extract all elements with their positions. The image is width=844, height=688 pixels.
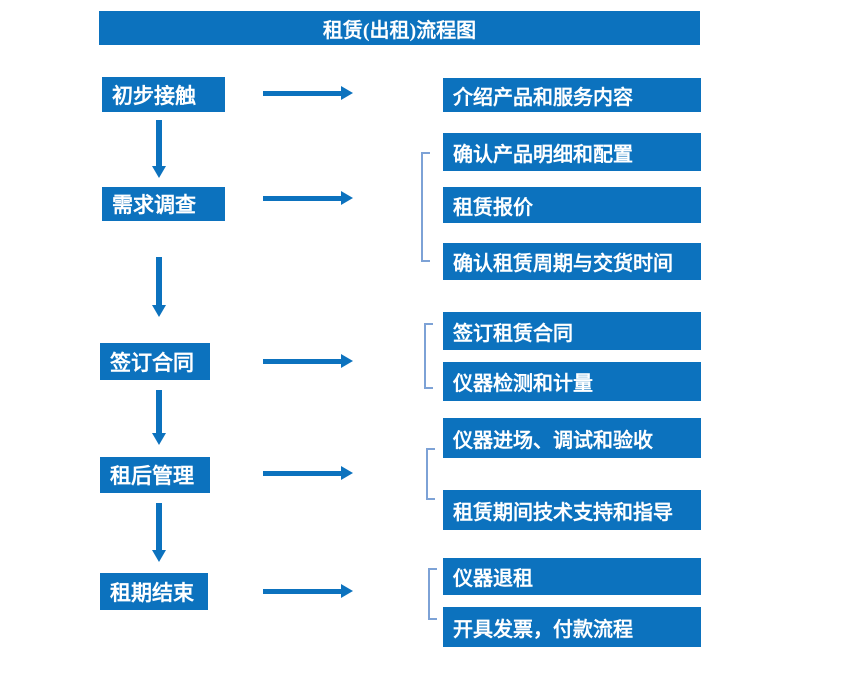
arrow-right-icon [263, 466, 353, 480]
arrow-head [152, 550, 166, 562]
detail-box-confirm-config: 确认产品明细和配置 [443, 133, 701, 171]
arrow-head [341, 86, 353, 100]
detail-box-return-equipment: 仪器退租 [443, 558, 701, 595]
detail-box-setup-acceptance: 仪器进场、调试和验收 [443, 418, 701, 458]
arrow-head [341, 191, 353, 205]
arrow-shaft [263, 90, 341, 96]
arrow-shaft [156, 503, 162, 550]
arrow-down-icon [152, 257, 166, 317]
arrow-right-icon [263, 354, 353, 368]
step-box-post-rental: 租后管理 [100, 457, 210, 493]
arrow-shaft [156, 120, 162, 166]
detail-box-invoice-payment: 开具发票，付款流程 [443, 607, 701, 647]
arrow-down-icon [152, 120, 166, 178]
arrow-shaft [263, 358, 341, 364]
detail-box-intro-products: 介绍产品和服务内容 [443, 78, 701, 112]
arrow-shaft [263, 195, 341, 201]
arrow-head [152, 305, 166, 317]
group-bracket [424, 323, 433, 389]
group-bracket [428, 568, 437, 620]
arrow-down-icon [152, 503, 166, 562]
step-box-demand-survey: 需求调查 [102, 187, 225, 221]
detail-box-sign-rental: 签订租赁合同 [443, 312, 701, 350]
group-bracket [426, 448, 435, 500]
arrow-head [341, 466, 353, 480]
step-box-initial-contact: 初步接触 [102, 77, 225, 112]
flowchart-title: 租赁(出租)流程图 [99, 11, 700, 45]
arrow-shaft [263, 588, 341, 594]
arrow-right-icon [263, 191, 353, 205]
arrow-head [341, 354, 353, 368]
arrow-head [152, 433, 166, 445]
arrow-shaft [156, 257, 162, 305]
arrow-shaft [263, 470, 341, 476]
group-bracket [421, 152, 430, 262]
arrow-down-icon [152, 390, 166, 445]
arrow-head [152, 166, 166, 178]
arrow-right-icon [263, 86, 353, 100]
step-box-sign-contract: 签订合同 [100, 343, 210, 380]
detail-box-confirm-period: 确认租赁周期与交货时间 [443, 243, 701, 280]
detail-box-tech-support: 租赁期间技术支持和指导 [443, 490, 701, 530]
detail-box-inspection: 仪器检测和计量 [443, 362, 701, 401]
arrow-shaft [156, 390, 162, 433]
arrow-head [341, 584, 353, 598]
arrow-right-icon [263, 584, 353, 598]
step-box-rental-end: 租期结束 [100, 573, 208, 610]
detail-box-rental-quote: 租赁报价 [443, 187, 701, 223]
